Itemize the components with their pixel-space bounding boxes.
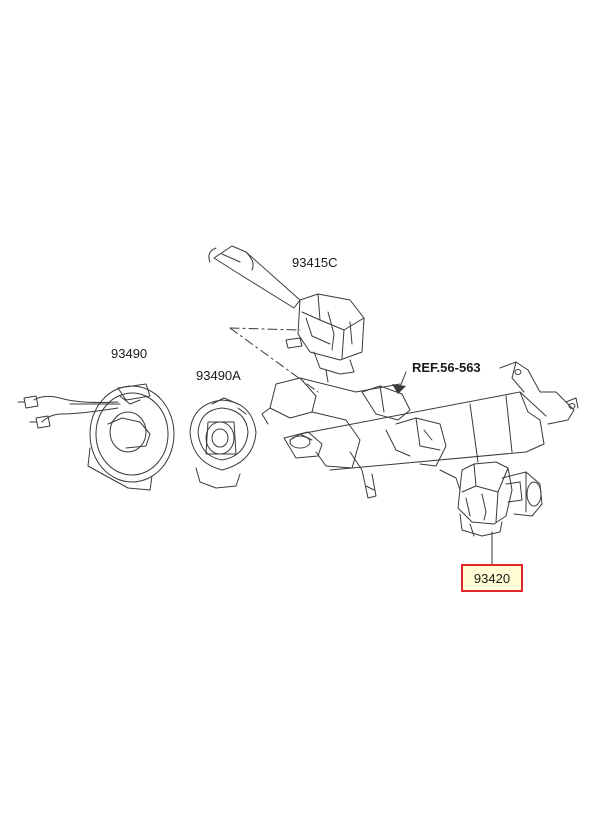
part-label-light-switch-highlighted[interactable]: 93420: [461, 564, 523, 592]
part-label-clock-spring-a: 93490A: [196, 368, 241, 383]
ref-arrow-icon: [392, 384, 406, 394]
clock-spring-a-drawing: [189, 397, 257, 489]
part-label-wiper-switch: 93415C: [292, 255, 338, 270]
part-label-clock-spring: 93490: [111, 346, 148, 361]
reference-label: REF.56-563: [412, 360, 481, 375]
steering-column-drawing: [261, 361, 579, 499]
light-switch-drawing: [457, 461, 543, 565]
clock-spring-drawing: [17, 383, 175, 491]
